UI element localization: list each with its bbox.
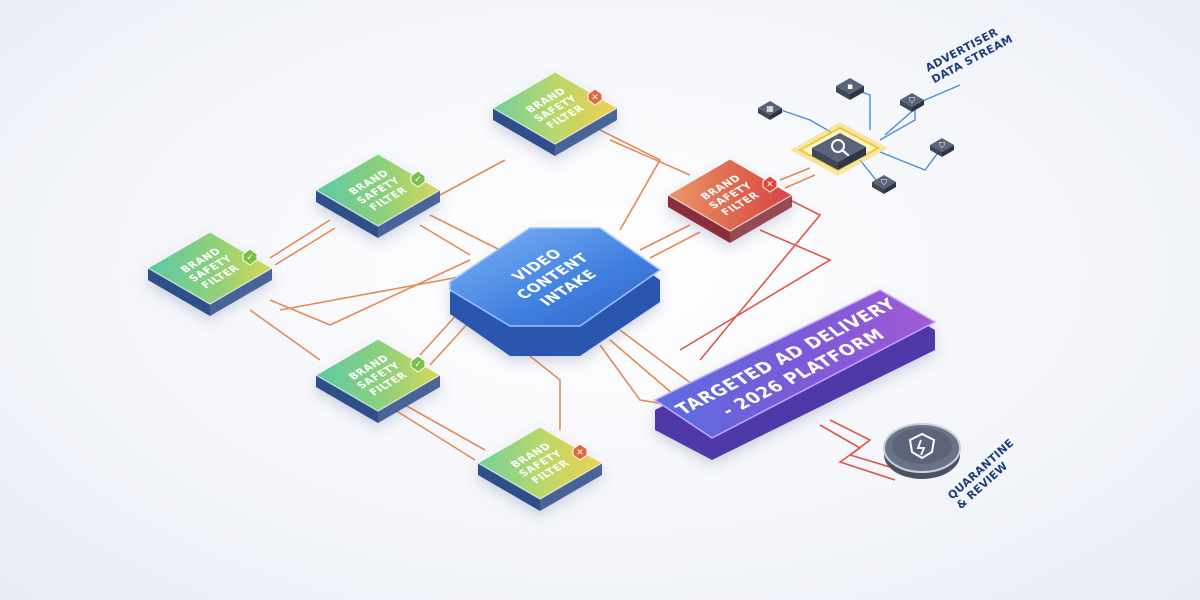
chart-icon: ▦: [766, 104, 774, 113]
data-node-shield-1[interactable]: ⛉: [900, 93, 924, 112]
quarantine-review-node[interactable]: [883, 423, 961, 479]
shield-icon: ⛉: [909, 96, 915, 105]
data-node-shield-3[interactable]: ⛉: [872, 175, 896, 194]
magnifier-icon: [831, 139, 850, 157]
svg-text:✕: ✕: [591, 93, 599, 103]
video-content-intake-node[interactable]: VIDEO CONTENT INTAKE: [449, 227, 662, 356]
svg-text:✓: ✓: [246, 253, 254, 263]
cross-badge-icon: ✕: [762, 175, 778, 193]
shield-icon: ⛉: [881, 178, 887, 187]
cross-badge-icon: ✕: [572, 443, 588, 461]
data-node-chart[interactable]: ▦: [758, 101, 782, 120]
svg-text:✕: ✕: [766, 180, 774, 190]
data-node-device[interactable]: ▪: [836, 78, 864, 100]
svg-text:✓: ✓: [414, 360, 422, 370]
check-badge-icon: ✓: [410, 355, 426, 373]
svg-text:✕: ✕: [576, 448, 584, 458]
check-badge-icon: ✓: [410, 170, 426, 188]
device-icon: ▪: [847, 82, 853, 92]
cross-badge-icon: ✕: [587, 88, 603, 106]
data-stream-nodes: ▦ ▪ ⛉ ⛉ ⛉: [758, 78, 954, 194]
check-badge-icon: ✓: [242, 248, 258, 266]
shield-alert-icon: [908, 432, 936, 460]
data-node-shield-2[interactable]: ⛉: [930, 138, 954, 157]
shield-icon: ⛉: [939, 141, 945, 150]
svg-text:✓: ✓: [414, 175, 422, 185]
advertiser-data-hub[interactable]: [790, 122, 888, 176]
advertiser-data-stream-label: ADVERTISER DATA STREAM: [923, 25, 1015, 86]
